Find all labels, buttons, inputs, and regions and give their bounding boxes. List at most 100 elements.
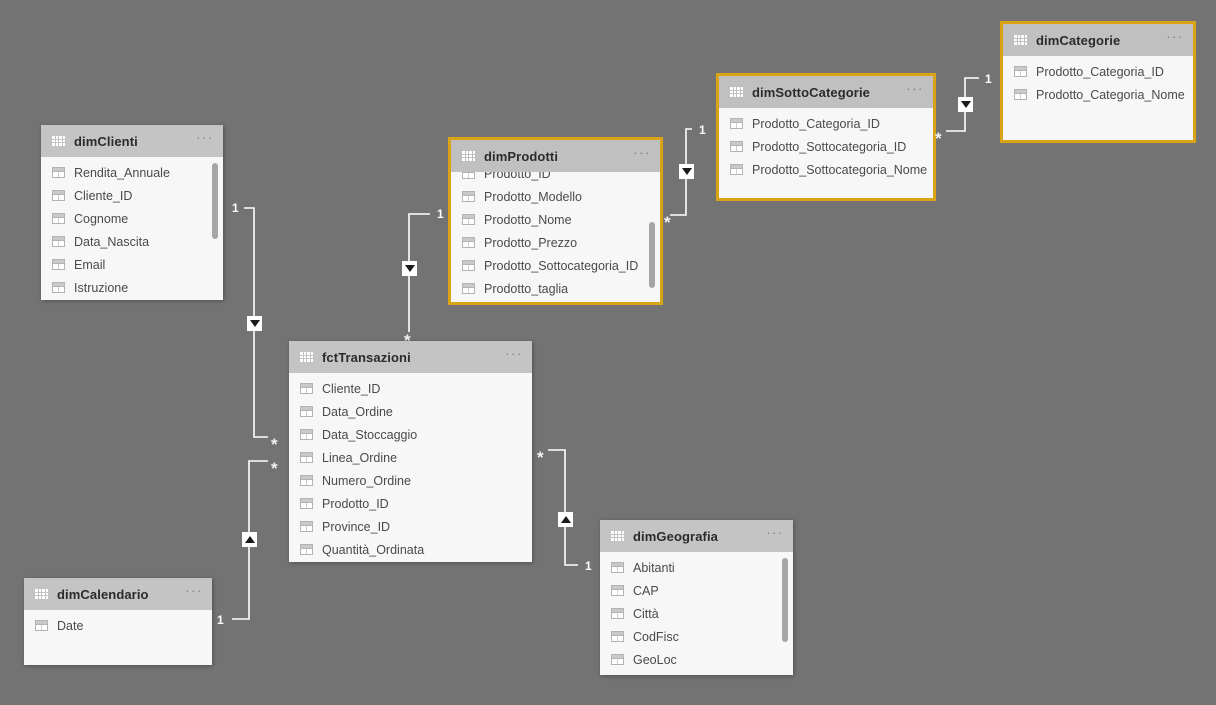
field-label: Prodotto_Categoria_ID xyxy=(752,116,880,131)
field-row[interactable]: Istruzione xyxy=(41,276,223,299)
more-options-icon[interactable]: ··· xyxy=(633,145,651,160)
more-options-icon[interactable]: ··· xyxy=(196,130,214,145)
table-header-dimGeografia[interactable]: dimGeografia ··· xyxy=(600,520,793,552)
crossfilter-arrow-sottocategorie[interactable] xyxy=(679,164,694,179)
field-row[interactable]: Prodotto_Categoria_ID xyxy=(1003,60,1193,83)
field-label: Province_ID xyxy=(322,519,391,534)
crossfilter-arrow-prodotti[interactable] xyxy=(402,261,417,276)
field-row[interactable]: Data_Nascita xyxy=(41,230,223,253)
table-header-dimCategorie[interactable]: dimCategorie ··· xyxy=(1003,24,1193,56)
field-row[interactable]: Prodotto_taglia xyxy=(451,277,660,300)
field-label: Data_Ordine xyxy=(322,404,393,419)
field-row[interactable]: Cognome xyxy=(41,207,223,230)
field-label: Cliente_ID xyxy=(74,188,133,203)
field-row[interactable]: Prodotto_Nome xyxy=(451,208,660,231)
table-fields-dimCategorie: Prodotto_Categoria_ID Prodotto_Categoria… xyxy=(1003,56,1193,106)
more-options-icon[interactable]: ··· xyxy=(906,81,924,96)
table-header-dimCalendario[interactable]: dimCalendario ··· xyxy=(24,578,212,610)
field-label: Prodotto_Categoria_Nome xyxy=(1036,87,1185,102)
field-label: Cognome xyxy=(74,211,129,226)
field-row[interactable]: CAP xyxy=(600,579,793,602)
table-title: dimProdotti xyxy=(484,148,559,164)
table-grid-icon xyxy=(730,87,743,97)
cardinality-one-clienti: 1 xyxy=(232,201,239,215)
table-title: dimClienti xyxy=(74,133,138,149)
field-label: Abitanti xyxy=(633,560,675,575)
field-row[interactable]: Prodotto_Sottocategoria_Nome xyxy=(719,158,933,181)
field-row[interactable]: Cliente_ID xyxy=(289,377,532,400)
field-row[interactable]: Rendita_Annuale xyxy=(41,161,223,184)
field-label: Prodotto_ID xyxy=(322,496,389,511)
field-row[interactable]: Cliente_ID xyxy=(41,184,223,207)
field-table-icon xyxy=(300,452,313,463)
table-title: dimSottoCategorie xyxy=(752,84,870,100)
field-row[interactable]: Prodotto_Modello xyxy=(451,185,660,208)
table-header-fctTransazioni[interactable]: fctTransazioni ··· xyxy=(289,341,532,373)
crossfilter-arrow-calendario[interactable] xyxy=(242,532,257,547)
field-row[interactable]: Numero_Ordine xyxy=(289,469,532,492)
table-card-fctTransazioni[interactable]: fctTransazioni ··· Cliente_ID Data_Ordin… xyxy=(289,341,532,562)
field-row[interactable]: Prodotto_Sottocategoria_ID xyxy=(719,135,933,158)
table-fields-dimCalendario: Date xyxy=(24,610,212,637)
field-table-icon xyxy=(730,141,743,152)
more-options-icon[interactable]: ··· xyxy=(1166,29,1184,44)
field-label: Linea_Ordine xyxy=(322,450,398,465)
field-table-icon xyxy=(462,237,475,248)
field-table-icon xyxy=(611,654,624,665)
field-row[interactable]: Linea_Ordine xyxy=(289,446,532,469)
field-table-icon xyxy=(52,190,65,201)
field-label: CodFisc xyxy=(633,629,679,644)
field-table-icon xyxy=(52,236,65,247)
vertical-scrollbar[interactable] xyxy=(649,222,655,288)
field-row[interactable]: GeoLoc xyxy=(600,648,793,671)
table-header-dimSottoCategorie[interactable]: dimSottoCategorie ··· xyxy=(719,76,933,108)
field-table-icon xyxy=(1014,89,1027,100)
field-table-icon xyxy=(52,167,65,178)
field-row[interactable]: Date xyxy=(24,614,212,637)
field-table-icon xyxy=(52,259,65,270)
crossfilter-arrow-clienti[interactable] xyxy=(247,316,262,331)
field-label: Numero_Ordine xyxy=(322,473,411,488)
field-label: Prodotto_Sottocategoria_Nome xyxy=(752,162,928,177)
field-row[interactable]: Data_Stoccaggio xyxy=(289,423,532,446)
field-label: Prodotto_Categoria_ID xyxy=(1036,64,1164,79)
more-options-icon[interactable]: ··· xyxy=(185,583,203,598)
field-row[interactable]: CodFisc xyxy=(600,625,793,648)
field-table-icon xyxy=(462,191,475,202)
cardinality-many-geografia: * xyxy=(537,448,544,467)
table-header-dimClienti[interactable]: dimClienti ··· xyxy=(41,125,223,157)
table-card-dimCategorie[interactable]: dimCategorie ··· Prodotto_Categoria_ID P… xyxy=(1000,21,1196,143)
field-row[interactable]: Prodotto_ID xyxy=(289,492,532,515)
table-card-dimGeografia[interactable]: dimGeografia ··· Abitanti CAP Città CodF… xyxy=(600,520,793,675)
cardinality-one-categorie: 1 xyxy=(985,72,992,86)
vertical-scrollbar[interactable] xyxy=(212,163,218,239)
table-fields-dimClienti: Rendita_Annuale Cliente_ID Cognome Data_… xyxy=(41,157,223,299)
field-row[interactable]: Prodotto_Prezzo xyxy=(451,231,660,254)
table-grid-icon xyxy=(1014,35,1027,45)
field-row[interactable]: Quantità_Ordinata xyxy=(289,538,532,561)
table-card-dimCalendario[interactable]: dimCalendario ··· Date xyxy=(24,578,212,665)
more-options-icon[interactable]: ··· xyxy=(505,346,523,361)
table-fields-dimProdotti: Prodotto_ID Prodotto_Modello Prodotto_No… xyxy=(451,162,660,300)
table-card-dimSottoCategorie[interactable]: dimSottoCategorie ··· Prodotto_Categoria… xyxy=(716,73,936,201)
field-row[interactable]: Province_ID xyxy=(289,515,532,538)
field-row[interactable]: Prodotto_Categoria_Nome xyxy=(1003,83,1193,106)
table-fields-dimGeografia: Abitanti CAP Città CodFisc GeoLoc xyxy=(600,552,793,671)
table-card-dimProdotti[interactable]: Prodotto_ID Prodotto_Modello Prodotto_No… xyxy=(448,137,663,305)
table-card-dimClienti[interactable]: dimClienti ··· Rendita_Annuale Cliente_I… xyxy=(41,125,223,300)
crossfilter-arrow-categorie[interactable] xyxy=(958,97,973,112)
field-row[interactable]: Prodotto_Sottocategoria_ID xyxy=(451,254,660,277)
field-row[interactable]: Prodotto_Categoria_ID xyxy=(719,112,933,135)
field-row[interactable]: Abitanti xyxy=(600,556,793,579)
vertical-scrollbar[interactable] xyxy=(782,558,788,642)
more-options-icon[interactable]: ··· xyxy=(766,525,784,540)
table-header-dimProdotti[interactable]: dimProdotti ··· xyxy=(451,140,660,172)
crossfilter-arrow-geografia[interactable] xyxy=(558,512,573,527)
field-row[interactable]: Data_Ordine xyxy=(289,400,532,423)
field-table-icon xyxy=(300,544,313,555)
field-table-icon xyxy=(35,620,48,631)
field-row[interactable]: Città xyxy=(600,602,793,625)
field-row[interactable]: Email xyxy=(41,253,223,276)
field-table-icon xyxy=(730,118,743,129)
